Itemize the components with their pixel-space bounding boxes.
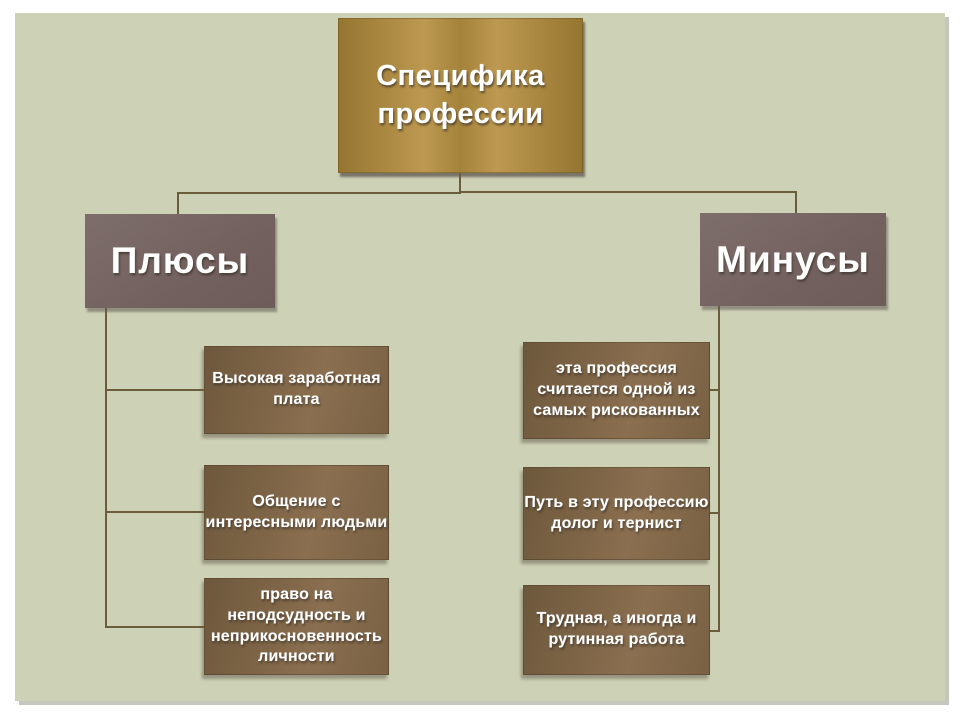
leaf-node-long-path: Путь в эту профессию долог и тернист (523, 467, 710, 560)
connector-left-stub-1 (105, 389, 204, 391)
connector-drop-minusy (795, 191, 797, 213)
leaf-node-interesting-people: Общение с интересными людьми (204, 465, 389, 560)
leaf-node-immunity: право на неподсудность и неприкосновенно… (204, 578, 389, 675)
leaf-node-routine-work: Трудная, а иногда и рутинная работа (523, 585, 710, 675)
connector-right-stub-3 (710, 630, 720, 632)
connector-root-stem (459, 173, 461, 192)
branch-node-minusy: Минусы (700, 213, 886, 306)
slide: Специфика профессии Плюсы Минусы Высокая… (15, 13, 945, 701)
connector-left-trunk (105, 308, 107, 628)
root-node-specifika-professii: Специфика профессии (338, 18, 583, 173)
branch-node-plyusy: Плюсы (85, 214, 275, 308)
connector-root-to-right (459, 191, 797, 193)
connector-left-stub-2 (105, 511, 204, 513)
connector-left-stub-3 (105, 626, 204, 628)
connector-right-trunk (718, 306, 720, 632)
connector-right-stub-1 (710, 389, 720, 391)
connector-drop-plyusy (177, 192, 179, 214)
leaf-node-high-salary: Высокая заработная плата (204, 346, 389, 434)
leaf-node-risky-profession: эта профессия считается одной из самых р… (523, 342, 710, 439)
connector-right-stub-2 (710, 512, 720, 514)
connector-root-to-left (177, 192, 461, 194)
